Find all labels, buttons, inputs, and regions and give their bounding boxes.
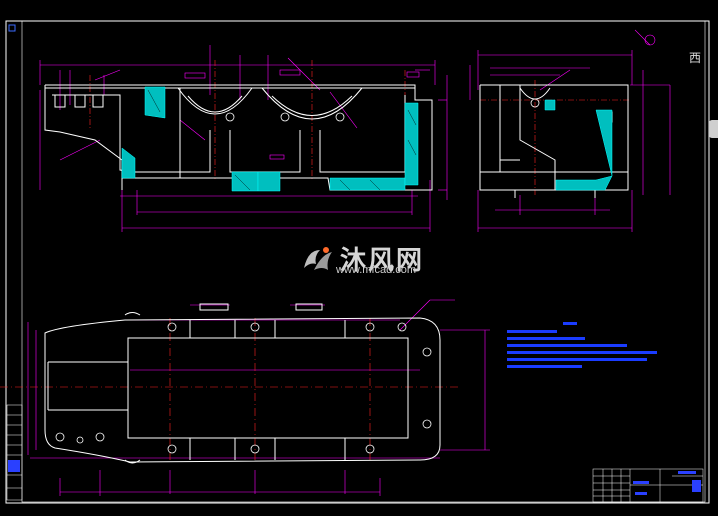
watermark-brand: 沐风网 — [340, 246, 425, 276]
side-section-view[interactable] — [469, 29, 671, 232]
technical-notes — [507, 322, 657, 368]
title-block — [592, 468, 704, 503]
watermark-logo-icon — [304, 246, 332, 270]
title-block-blue-4 — [692, 480, 701, 492]
side-panel-toggle-button[interactable] — [709, 120, 718, 138]
title-block-blue-1 — [633, 481, 649, 484]
title-block-blue-2 — [635, 492, 647, 495]
drawing-frame-inner — [21, 20, 706, 503]
strip-blue-mark — [8, 460, 20, 472]
side-panel-char: 西 — [689, 51, 702, 65]
left-title-strip — [6, 404, 23, 501]
plan-view[interactable] — [0, 299, 490, 496]
corner-ucs-icon[interactable] — [8, 24, 16, 32]
front-section-view[interactable] — [39, 45, 448, 232]
title-block-blue-3 — [678, 471, 696, 474]
watermark: 沐风网 www.mfcad.com — [300, 240, 424, 277]
watermark-url: www.mfcad.com — [336, 264, 417, 276]
